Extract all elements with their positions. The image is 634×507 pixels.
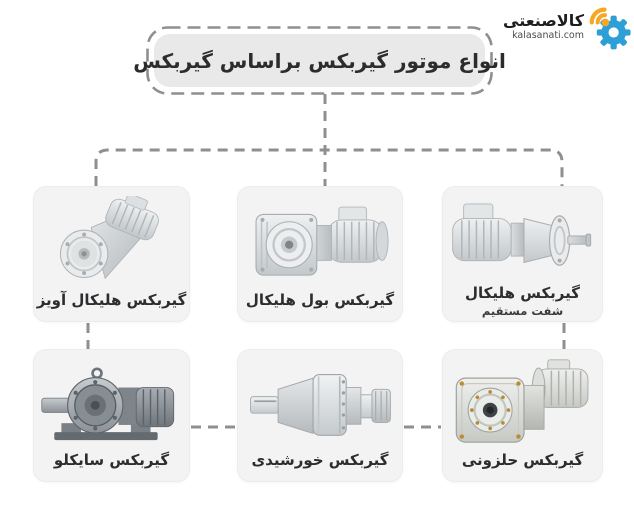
card-label: گیربکس خورشیدی bbox=[251, 451, 389, 469]
signal-waves-icon bbox=[589, 7, 610, 27]
bevel-helical-gearmotor-illustration bbox=[255, 206, 389, 276]
card-helical-shaft-mounted: گیربکس هلیکال آویز bbox=[33, 186, 190, 322]
card-planetary: گیربکس خورشیدی bbox=[237, 349, 403, 482]
card-image bbox=[238, 187, 402, 291]
diagram-title-box: انواع موتور گیربکس براساس گیربکس bbox=[133, 34, 506, 87]
kalasanati-logo: کالاصنعتی kalasanati.com bbox=[503, 4, 631, 50]
card-label: گیربکس سایکلو bbox=[53, 451, 170, 469]
card-bevel-helical: گیربکس بول هلیکال bbox=[237, 186, 403, 322]
card-helical-direct-shaft: گیربکس هلیکال شفت مستقیم bbox=[442, 186, 603, 322]
logo-brand-name: کالاصنعتی bbox=[503, 11, 584, 31]
shaft-mounted-helical-gearmotor-illustration bbox=[60, 196, 160, 280]
connector-branch bbox=[94, 148, 564, 186]
diagram-title: انواع موتور گیربکس براساس گیربکس bbox=[133, 48, 506, 73]
card-worm: گیربکس حلزونی bbox=[442, 349, 603, 482]
card-label: گیربکس هلیکال bbox=[465, 284, 580, 303]
card-cyclo: گیربکس سایکلو bbox=[33, 349, 190, 482]
logo-domain: kalasanati.com bbox=[512, 30, 584, 42]
card-image bbox=[34, 187, 189, 291]
card-image bbox=[443, 350, 602, 451]
title-dashed-border bbox=[146, 26, 493, 95]
worm-gearmotor-illustration bbox=[456, 359, 589, 443]
card-label: گیربکس هلیکال آویز bbox=[36, 291, 187, 309]
card-image bbox=[34, 350, 189, 451]
card-sublabel: شفت مستقیم bbox=[481, 304, 564, 319]
cyclo-gearmotor-illustration bbox=[41, 367, 175, 441]
planetary-gearbox-illustration bbox=[249, 373, 391, 436]
card-image bbox=[238, 350, 402, 451]
gear-signal-icon bbox=[589, 7, 631, 50]
inline-helical-gearmotor-illustration bbox=[452, 203, 592, 266]
card-label: گیربکس بول هلیکال bbox=[245, 291, 395, 309]
logo-text-block: کالاصنعتی kalasanati.com bbox=[503, 12, 584, 41]
card-label: گیربکس حلزونی bbox=[461, 451, 584, 469]
card-image bbox=[443, 187, 602, 284]
